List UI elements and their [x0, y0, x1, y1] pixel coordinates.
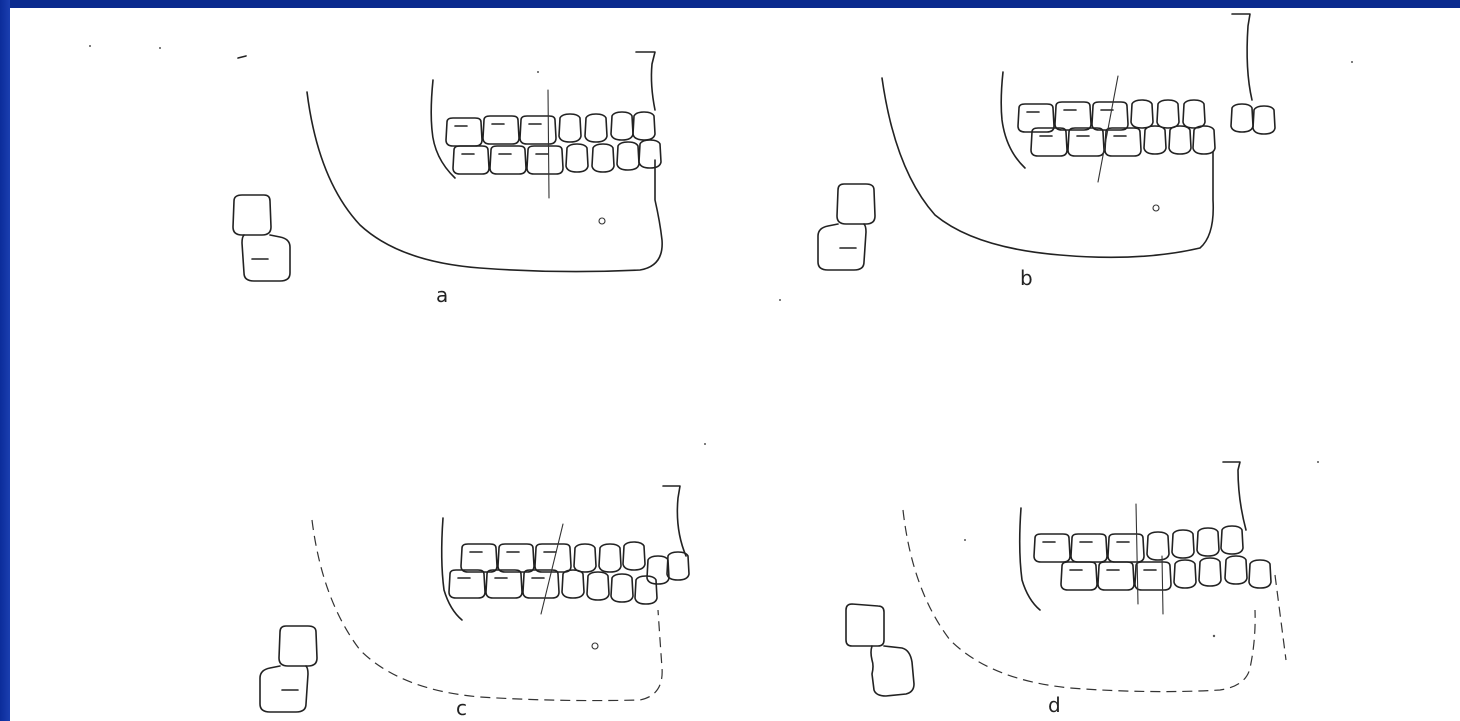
jaw-outline-c [312, 486, 686, 701]
key-icon-b [818, 184, 875, 270]
panel-label-a: a [436, 283, 448, 307]
jaw-outline-a [238, 52, 662, 272]
key-icon-c [260, 626, 317, 712]
scan-specks [89, 45, 1353, 637]
panel-label-c: c [456, 696, 467, 720]
midline-a [548, 90, 549, 198]
panel-d: d [846, 462, 1286, 717]
panel-c: c [260, 486, 689, 720]
foramen-b [1153, 205, 1159, 211]
upper-teeth-a [446, 112, 655, 146]
panel-b: b [818, 14, 1275, 290]
lower-teeth-a [453, 140, 661, 174]
lower-teeth-c [449, 570, 657, 604]
upper-teeth-d [1034, 526, 1243, 562]
panel-a: a [233, 52, 662, 307]
key-icon-d [846, 604, 914, 696]
panel-label-d: d [1048, 693, 1061, 717]
jaw-outline-d [903, 462, 1286, 692]
midline-c [541, 524, 563, 614]
foramen-c [592, 643, 598, 649]
panel-label-b: b [1020, 266, 1033, 290]
key-icon-a [233, 195, 290, 281]
lower-teeth-d [1061, 556, 1271, 590]
foramen-a [599, 218, 605, 224]
